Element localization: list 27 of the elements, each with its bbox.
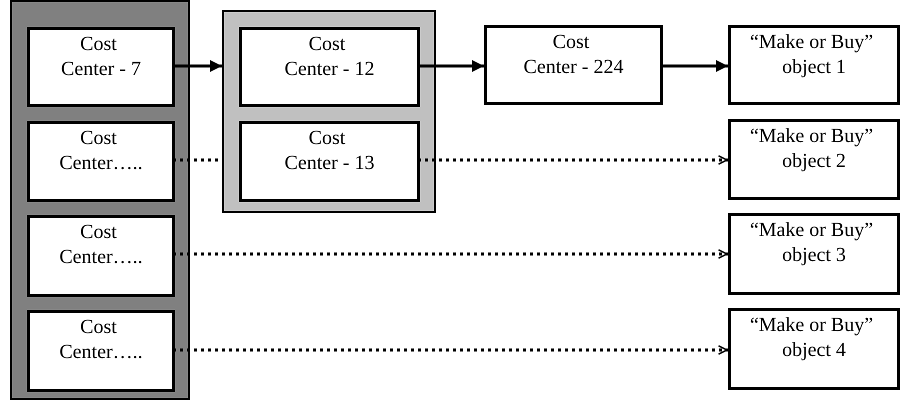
panel-background (10, 0, 190, 400)
box-label: Cost Center - 224 (522, 30, 624, 80)
arrow (418, 60, 484, 72)
panel-background (222, 10, 436, 213)
box-label: “Make or Buy” object 1 (748, 30, 874, 80)
box-label: “Make or Buy” object 3 (748, 218, 874, 268)
process-box (27, 215, 175, 297)
arrow (663, 60, 728, 72)
process-box (728, 25, 900, 105)
box-label: Cost Center….. (58, 315, 144, 365)
process-box (728, 308, 900, 390)
box-label: Cost Center - 12 (284, 32, 376, 82)
box-label: Cost Center….. (58, 126, 144, 176)
box-label: Cost Center - 7 (60, 32, 142, 82)
process-box (27, 310, 175, 392)
process-box (27, 121, 175, 202)
process-box (728, 119, 900, 200)
process-box (728, 213, 900, 295)
box-label: “Make or Buy” object 4 (748, 313, 874, 363)
process-box (239, 27, 420, 107)
process-box (27, 27, 175, 107)
box-label: Cost Center - 13 (284, 126, 376, 176)
process-box (484, 25, 663, 105)
box-label: “Make or Buy” object 2 (748, 124, 874, 174)
process-box (239, 121, 420, 202)
box-label: Cost Center….. (58, 220, 144, 270)
arrow (173, 60, 222, 72)
